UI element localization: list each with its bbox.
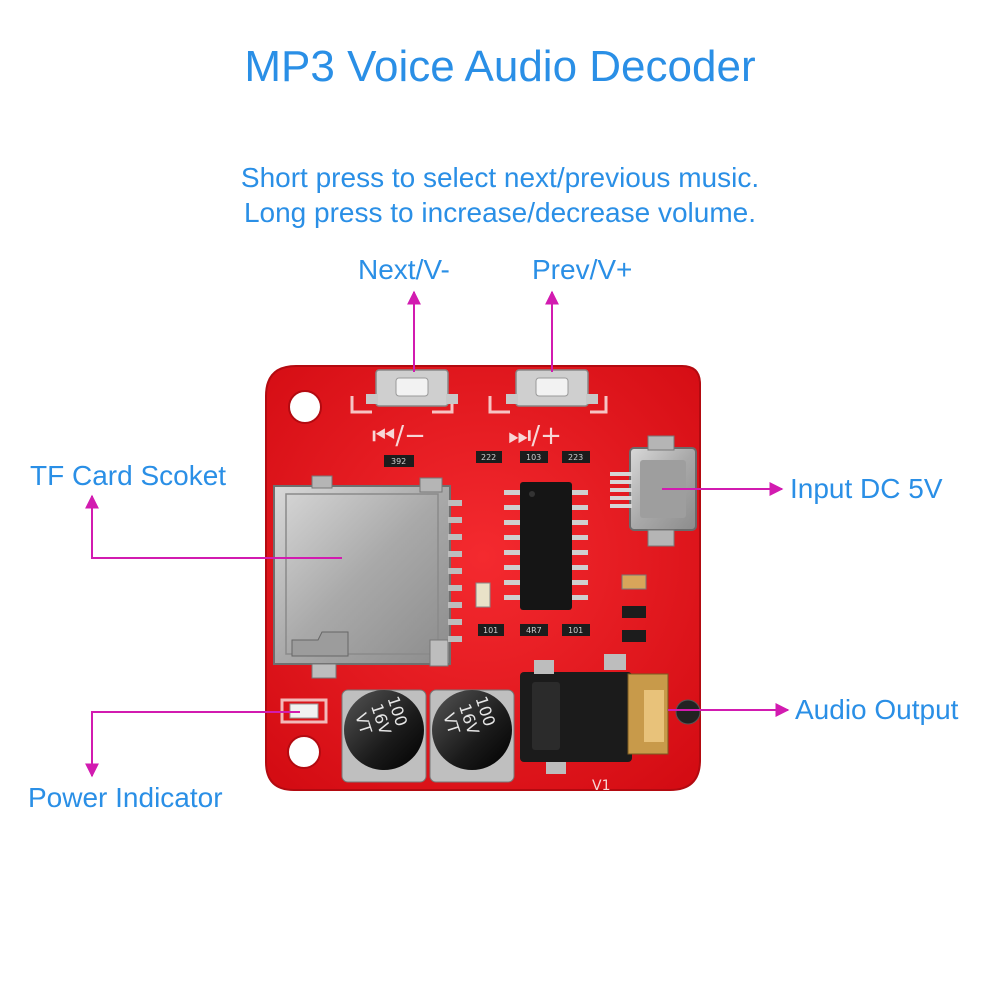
pin — [448, 551, 462, 557]
pcb-board — [265, 365, 701, 791]
svg-text:223: 223 — [568, 453, 583, 462]
prev-button-switch — [506, 369, 598, 407]
label-tf-card: TF Card Scoket — [30, 460, 227, 491]
svg-text:100: 100 — [472, 694, 500, 729]
pin — [504, 595, 522, 600]
instruction-long-press: Long press to increase/decrease volume. — [243, 197, 757, 228]
pin — [570, 595, 588, 600]
arrow-power-indicator — [85, 711, 300, 778]
power-led — [280, 698, 328, 724]
svg-text:392: 392 — [391, 457, 406, 466]
label-power-indicator: Power Indicator — [28, 782, 223, 813]
label-audio-output: Audio Output — [795, 694, 959, 725]
svg-text:16V: 16V — [367, 701, 395, 737]
diagram-title: MP3 Voice Audio Decoder — [244, 42, 756, 91]
pin — [570, 490, 588, 495]
pin — [448, 636, 462, 642]
capacitor-2: 100 16V VT — [429, 689, 515, 783]
pin — [504, 580, 522, 585]
pin — [448, 534, 462, 540]
pin — [448, 517, 462, 523]
callout-arrows — [85, 290, 790, 778]
svg-text:100: 100 — [384, 694, 412, 729]
silk-next-symbol: ⏭/+ — [508, 421, 562, 451]
pin — [504, 535, 522, 540]
micro-usb-port — [610, 435, 697, 547]
label-prev: Prev/V+ — [532, 254, 633, 285]
svg-text:103: 103 — [526, 453, 541, 462]
svg-text:VT: VT — [351, 711, 376, 737]
silk-prev-symbol: ⏮/− — [372, 421, 426, 451]
board-version: V1 — [592, 778, 610, 794]
next-button-switch — [366, 369, 458, 407]
label-input: Input DC 5V — [790, 473, 943, 504]
mounting-hole — [287, 735, 321, 769]
pin — [570, 535, 588, 540]
tf-card-socket — [273, 475, 462, 679]
pin — [448, 619, 462, 625]
svg-text:101: 101 — [568, 626, 583, 635]
pin — [448, 585, 462, 591]
pin — [448, 602, 462, 608]
pin — [504, 505, 522, 510]
audio-jack — [520, 654, 701, 774]
pin — [570, 565, 588, 570]
pin — [504, 550, 522, 555]
svg-text:16V: 16V — [455, 701, 483, 737]
svg-text:VT: VT — [439, 711, 464, 737]
capacitor-1: 100 16V VT — [341, 689, 427, 783]
button-instructions: Short press to select next/previous musi… — [0, 160, 1000, 230]
pin — [448, 500, 462, 506]
pin — [570, 550, 588, 555]
mounting-hole — [288, 390, 322, 424]
svg-text:222: 222 — [481, 453, 496, 462]
pin — [570, 520, 588, 525]
smd-resistors: 392 222 103 223 101 4R7 101 — [384, 451, 647, 642]
pin — [504, 565, 522, 570]
arrow-tf-card — [85, 494, 342, 559]
svg-text:101: 101 — [483, 626, 498, 635]
decoder-ic-chip — [504, 482, 588, 610]
pin — [570, 580, 588, 585]
svg-text:4R7: 4R7 — [526, 626, 542, 635]
pin — [448, 568, 462, 574]
pin — [504, 490, 522, 495]
pin — [570, 505, 588, 510]
instruction-short-press: Short press to select next/previous musi… — [240, 162, 760, 193]
pin — [504, 520, 522, 525]
label-next: Next/V- — [358, 254, 450, 285]
